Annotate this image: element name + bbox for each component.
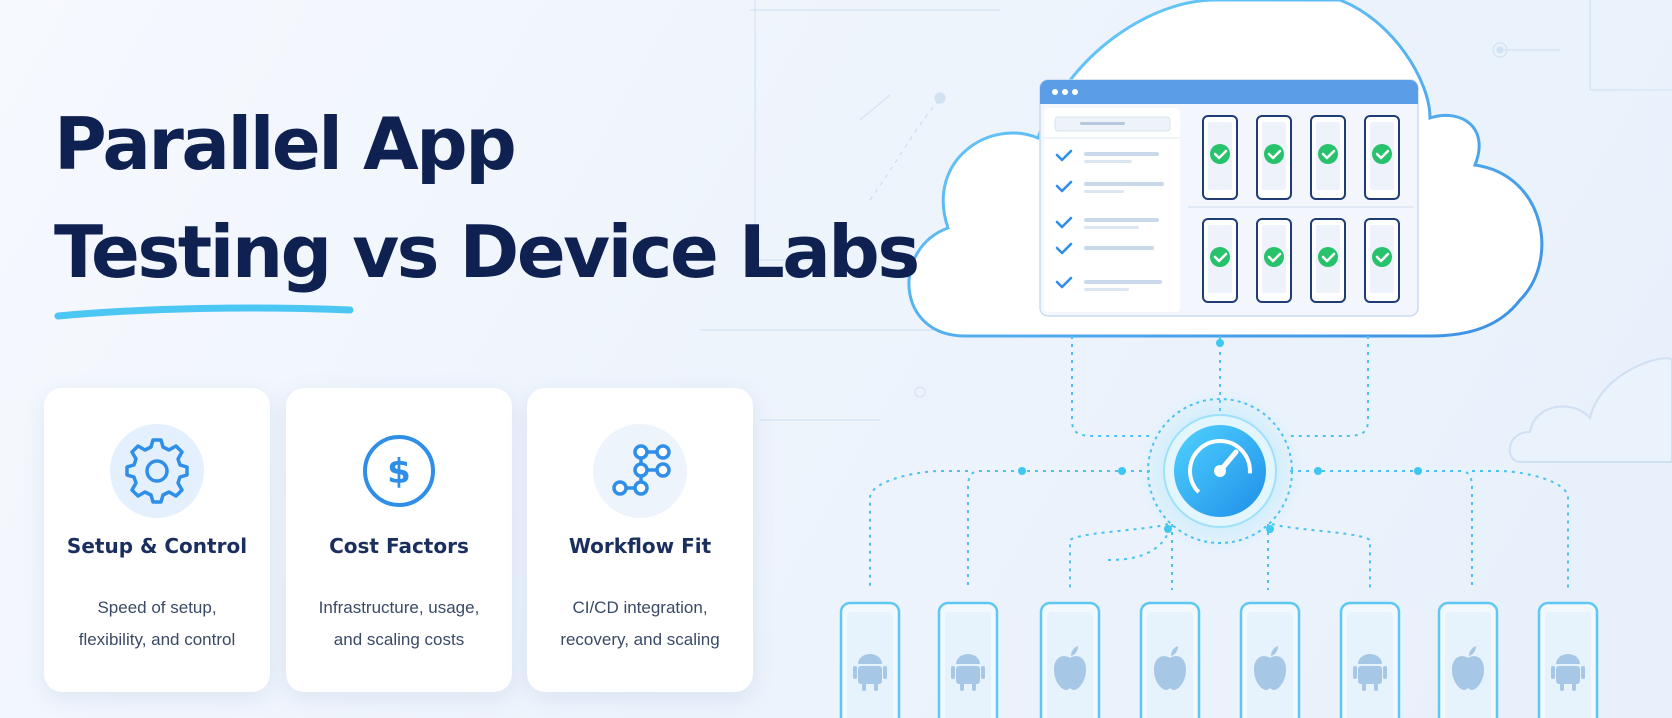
dashed-accent xyxy=(869,99,941,201)
check-icon xyxy=(1264,144,1284,164)
card-description: Speed of setup, flexibility, and control xyxy=(54,592,260,656)
card-cost-factors: $ Cost Factors Infrastructure, usage, an… xyxy=(286,388,512,692)
card-desc-line: recovery, and scaling xyxy=(560,630,720,649)
card-title: Cost Factors xyxy=(329,534,469,558)
apple-icon xyxy=(1254,646,1286,690)
card-desc-line: CI/CD integration, xyxy=(572,598,708,617)
test-phone xyxy=(1256,115,1292,200)
test-phone xyxy=(1202,218,1238,303)
page-title: Parallel App Testing vs Device Labs xyxy=(54,90,920,306)
card-title: Setup & Control xyxy=(66,534,248,558)
test-phone xyxy=(1310,115,1346,200)
card-description: Infrastructure, usage, and scaling costs xyxy=(296,592,502,656)
speed-gauge-hub xyxy=(1138,389,1302,553)
android-icon xyxy=(853,654,887,691)
circuit-lines xyxy=(700,0,1672,421)
check-icon xyxy=(1318,144,1338,164)
icon-circle xyxy=(593,424,687,518)
title-underline xyxy=(54,304,354,320)
card-workflow-fit: Workflow Fit CI/CD integration, recovery… xyxy=(527,388,753,692)
card-desc-line: Infrastructure, usage, xyxy=(318,598,480,617)
apple-icon xyxy=(1054,646,1086,690)
check-icon xyxy=(1318,247,1338,267)
check-icon xyxy=(1264,247,1284,267)
test-phone xyxy=(1256,218,1292,303)
icon-circle xyxy=(110,424,204,518)
device-phone xyxy=(839,601,901,718)
workflow-icon xyxy=(612,444,671,496)
check-icon xyxy=(1372,247,1392,267)
icon-circle: $ xyxy=(352,424,446,518)
test-phone xyxy=(1364,218,1400,303)
device-phone xyxy=(937,601,999,718)
card-desc-line: and scaling costs xyxy=(333,630,465,649)
check-icon xyxy=(1210,247,1230,267)
title-line-2: Testing vs Device Labs xyxy=(54,210,920,294)
device-phone xyxy=(1339,601,1401,718)
card-title: Workflow Fit xyxy=(568,534,712,558)
dollar-icon: $ xyxy=(363,435,435,507)
device-phone xyxy=(1537,601,1599,718)
card-setup-control: Setup & Control Speed of setup, flexibil… xyxy=(44,388,270,692)
device-phone xyxy=(1139,601,1201,718)
apple-icon xyxy=(1452,646,1484,690)
test-phone xyxy=(1202,115,1238,200)
checklist xyxy=(1055,149,1164,291)
android-icon xyxy=(1353,654,1387,691)
check-icon xyxy=(1210,144,1230,164)
card-desc-line: flexibility, and control xyxy=(78,630,236,649)
device-phone xyxy=(1239,601,1301,718)
title-line-1: Parallel App xyxy=(54,102,517,186)
test-phone xyxy=(1364,115,1400,200)
apple-icon xyxy=(1154,646,1186,690)
card-desc-line: Speed of setup, xyxy=(97,598,217,617)
gear-icon xyxy=(125,438,189,504)
android-icon xyxy=(1551,654,1585,691)
test-phone xyxy=(1310,218,1346,303)
card-description: CI/CD integration, recovery, and scaling xyxy=(537,592,743,656)
android-icon xyxy=(951,654,985,691)
device-phone xyxy=(1437,601,1499,718)
background-cloud xyxy=(1508,357,1672,463)
device-phone xyxy=(1039,601,1101,718)
svg-text:$: $ xyxy=(387,452,411,492)
check-icon xyxy=(1372,144,1392,164)
